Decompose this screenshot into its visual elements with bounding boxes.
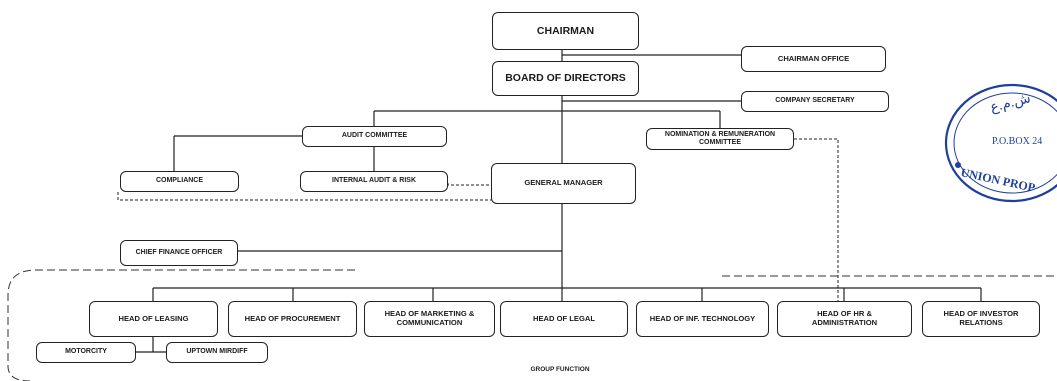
stamp-po-box: P.O.BOX 24 [992, 136, 1043, 147]
nomination-dotted-line [794, 138, 839, 301]
group-function-label: GROUP FUNCTION [530, 366, 590, 373]
head-of-marketing-communication-box: HEAD OF MARKETING & COMMUNICATION [364, 301, 495, 337]
compliance-box: COMPLIANCE [120, 171, 239, 192]
chief-finance-officer-box: CHIEF FINANCE OFFICER [120, 240, 238, 266]
board-of-directors-box: BOARD OF DIRECTORS [492, 61, 639, 96]
chairman-box: CHAIRMAN [492, 12, 639, 50]
group-function-border-left [7, 269, 355, 381]
company-stamp: ش.م.ع P.O.BOX 24 UNION PROP [942, 73, 1057, 213]
chairman-office-box: CHAIRMAN OFFICE [741, 46, 886, 72]
head-of-legal-box: HEAD OF LEGAL [500, 301, 628, 337]
head-of-investor-relations-box: HEAD OF INVESTOR RELATIONS [922, 301, 1040, 337]
audit-committee-box: AUDIT COMMITTEE [302, 126, 447, 147]
head-of-leasing-box: HEAD OF LEASING [89, 301, 218, 337]
head-of-hr-administration-box: HEAD OF HR & ADMINISTRATION [777, 301, 912, 337]
nomination-remuneration-committee-box: NOMINATION & REMUNERATION COMMITTEE [646, 128, 794, 150]
stamp-ring-icon [944, 83, 1057, 203]
head-of-procurement-box: HEAD OF PROCUREMENT [228, 301, 357, 337]
uptown-mirdiff-box: UPTOWN MIRDIFF [166, 342, 268, 363]
motorcity-box: MOTORCITY [36, 342, 136, 363]
internal-audit-risk-box: INTERNAL AUDIT & RISK [300, 171, 448, 192]
compliance-dotted-line [117, 179, 525, 201]
company-secretary-box: COMPANY SECRETARY [741, 91, 889, 112]
general-manager-box: GENERAL MANAGER [491, 163, 636, 204]
head-of-inf-technology-box: HEAD OF INF. TECHNOLOGY [636, 301, 769, 337]
